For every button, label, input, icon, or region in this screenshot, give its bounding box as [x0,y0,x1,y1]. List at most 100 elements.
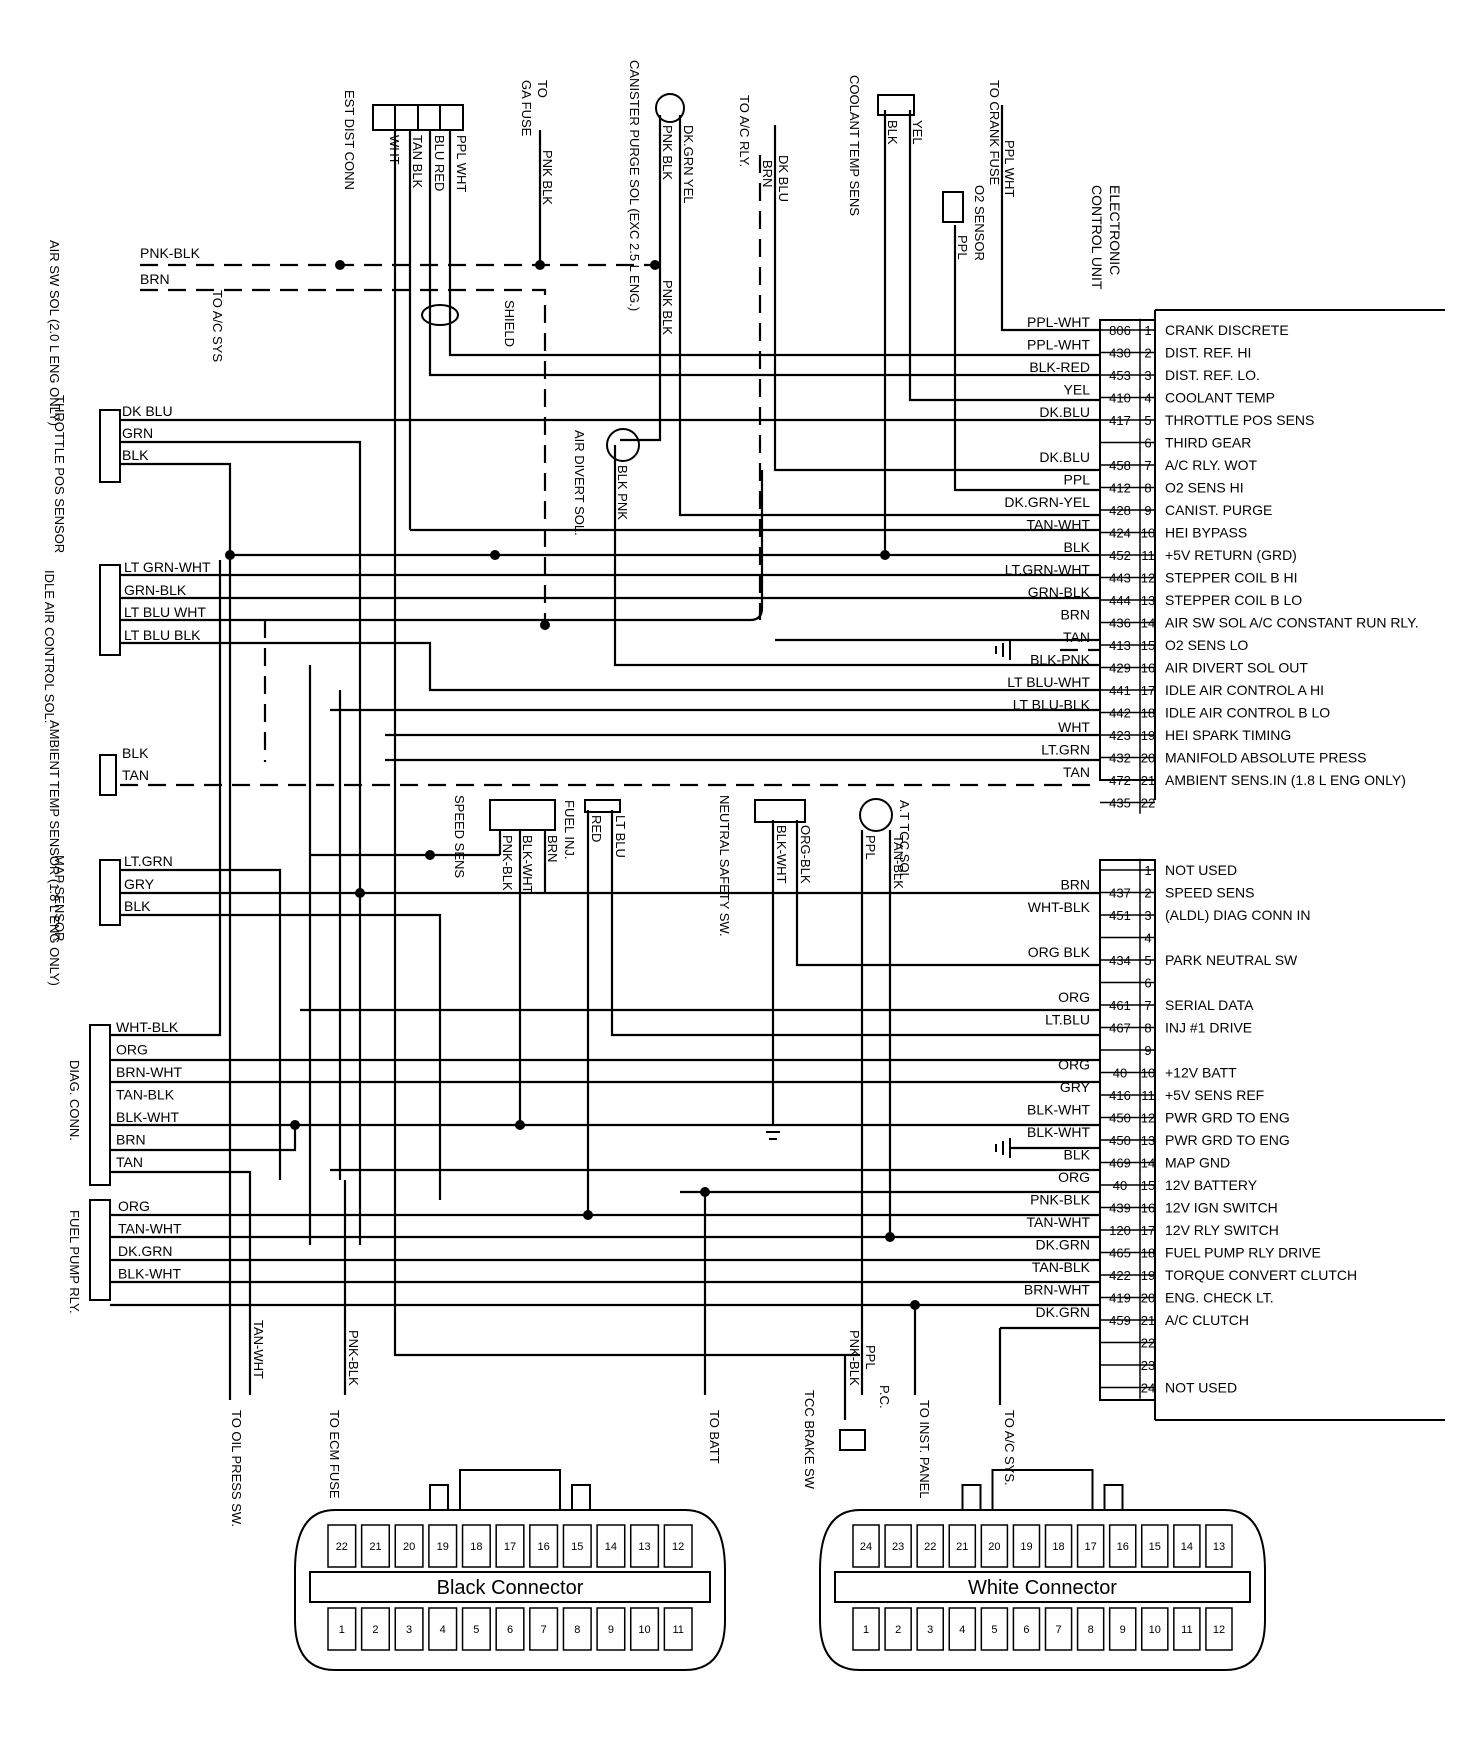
ecu-black-circuit-14: 436 [1109,616,1131,631]
ecu-black-wire-3: BLK-RED [1029,359,1090,375]
ecu-black-circuit-22: 435 [1109,796,1131,811]
white-bottom-pin: 4 [959,1624,965,1636]
white-top-pin: 18 [1052,1541,1064,1553]
wire-air-divert [613,445,1100,667]
ecu-white-circuit-18: 465 [1109,1246,1131,1261]
ecu-black-desc-8: O2 SENS HI [1165,480,1244,496]
coolant-body [877,94,915,116]
idle-wire-3: LT BLU WHT [124,604,206,620]
black-bottom-pin: 2 [372,1624,378,1636]
ecu-white-desc-21: A/C CLUTCH [1165,1312,1249,1328]
white-connector-title: White Connector [968,1577,1117,1599]
ecu-black-wire-13: GRN-BLK [1028,584,1091,600]
ecu-black-desc-1: CRANK DISCRETE [1165,322,1289,338]
ecu-white-pin-8: 8 [1144,1021,1151,1036]
bottom-ac-sys: TO A/C SYS. [1002,1410,1017,1486]
ecu-white-circuit-13: 450 [1109,1133,1131,1148]
ecu-white-pin-4: 4 [1144,931,1151,946]
map-sensor-label: MAP SENSOR [52,855,67,941]
neutral-sw-body [754,799,806,823]
ecu-white-circuit-5: 434 [1109,953,1131,968]
ecu-black-desc-3: DIST. REF. LO. [1165,367,1260,383]
ecu-white-desc-11: +5V SENS REF [1165,1087,1264,1103]
ecu-black-desc-19: HEI SPARK TIMING [1165,727,1291,743]
ecu-black-wire-11: BLK [1064,539,1091,555]
ecu-white-wire-8: LT.BLU [1045,1012,1090,1028]
ac-rly-wire-brn: BRN [760,160,775,187]
canister-wire-dkgrn: DK.GRN YEL [681,125,696,204]
ecu-white-desc-10: +12V BATT [1165,1065,1237,1081]
black-top-pin: 16 [538,1541,550,1553]
est-wire-tanblk: TAN BLK [410,135,425,189]
air-sw-to: TO A/C SYS [210,290,225,362]
white-bottom-pin: 3 [927,1624,933,1636]
ecu-black-pin-22: 22 [1141,796,1155,811]
ecu-white-pin-6: 6 [1144,976,1151,991]
ecu-black-circuit-11: 452 [1109,548,1131,563]
white-top-pin: 14 [1181,1541,1193,1553]
ecu-black-circuit-16: 429 [1109,661,1131,676]
white-bottom-pin: 12 [1213,1624,1225,1636]
ecu-black-wire-1: PPL-WHT [1027,314,1090,330]
ecu-black-wire-10: TAN-WHT [1027,517,1091,533]
ecu-white-wire-21: DK.GRN [1036,1304,1090,1320]
wires [110,105,1100,1420]
white-top-pin: 16 [1117,1541,1129,1553]
dashed-wires [120,155,1100,787]
white-top-pin: 20 [988,1541,1000,1553]
ecu-black-wire-12: LT.GRN-WHT [1005,562,1091,578]
wire-ppl-wht-est [448,130,1100,357]
ecu-white-desc-14: MAP GND [1165,1155,1230,1171]
bottom-wire-ppl: PPL [863,1345,878,1370]
o2-body [942,191,964,223]
wire-map-ltgrn [120,868,282,1180]
fuel-inj-wire-red: RED [589,815,604,842]
black-top-pin: 13 [638,1541,650,1553]
ecu-black-desc-15: O2 SENS LO [1165,637,1248,653]
ecu-black-pin-7: 7 [1144,458,1151,473]
ambient-wire-blk: BLK [122,745,149,761]
junction-dots [225,260,920,1310]
ecu-black-wire-9: DK.GRN-YEL [1004,494,1090,510]
ecu-black-wire-2: PPL-WHT [1027,337,1090,353]
ecu-black-desc-20: MANIFOLD ABSOLUTE PRESS [1165,750,1367,766]
idle-wire-4: LT BLU BLK [124,627,201,643]
ecu-black-circuit-8: 412 [1109,481,1131,496]
bottom-ecm-fuse: TO ECM FUSE [327,1410,342,1499]
canister-sol [655,93,685,123]
ecu-white-circuit-7: 461 [1109,998,1131,1013]
ecu-black-pin-13: 13 [1141,593,1155,608]
ecu-white-desc-20: ENG. CHECK LT. [1165,1290,1274,1306]
air-divert-body [606,428,640,462]
o2-sensor-label: O2 SENSOR [972,185,987,261]
ecu-white-pin-15: 15 [1141,1178,1155,1193]
white-bottom-pin: 8 [1088,1624,1094,1636]
speed-sens-label: SPEED SENS [452,795,467,878]
ecu-black-pin-16: 16 [1141,661,1155,676]
ecu-black-pin-5: 5 [1144,413,1151,428]
ecu-white-circuit-19: 422 [1109,1268,1131,1283]
ecu-black-pin-18: 18 [1141,706,1155,721]
ecu-white-desc-17: 12V RLY SWITCH [1165,1222,1279,1238]
ecu-black-pin-21: 21 [1141,773,1155,788]
diag-conn-label: DIAG. CONN. [67,1060,82,1141]
ecu-white-wire-13: BLK-WHT [1027,1124,1090,1140]
ecu-white-pin-24: 24 [1141,1381,1155,1396]
wire-throttle-blk [120,462,232,1400]
fuel-pump-wire-0: ORG [118,1198,150,1214]
throttle-wire-dkblu: DK BLU [122,403,173,419]
ecu-white-circuit-11: 416 [1109,1088,1131,1103]
ecu-black-pin-14: 14 [1141,616,1155,631]
est-dist-conn-label: EST DIST CONN [342,90,357,190]
ecu-white-pin-21: 21 [1141,1313,1155,1328]
ecu-white-wire-3: WHT-BLK [1028,899,1091,915]
ecu-black-pin-8: 8 [1144,481,1151,496]
wire-diag-brn [110,1125,297,1152]
ac-rly-wire-dkblu: DK BLU [776,155,791,202]
map-wire-gry: GRY [124,876,155,892]
ecu-title-1: ELECTRONIC [1107,185,1123,275]
